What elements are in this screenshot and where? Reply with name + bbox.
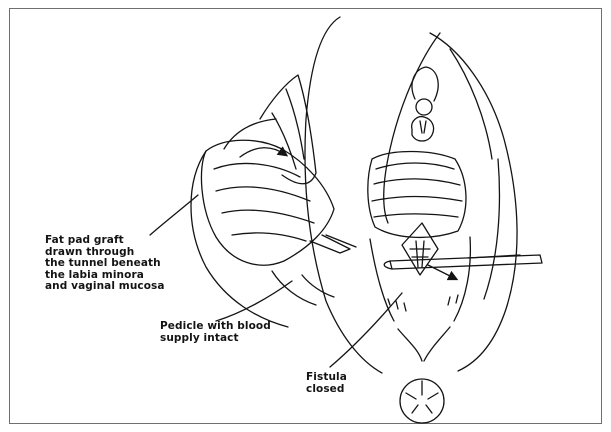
surgical-illustration xyxy=(10,9,603,425)
outer-labium-outline xyxy=(305,17,382,373)
pedicle xyxy=(260,75,316,184)
fat-pad-graft-label: Fat pad graft drawn through the tunnel b… xyxy=(45,235,165,293)
clitoral-hood xyxy=(412,67,438,101)
pedicle-label: Pedicle with blood supply intact xyxy=(160,321,271,344)
illustration-frame: Fat pad graft drawn through the tunnel b… xyxy=(9,8,602,424)
vaginal-opening xyxy=(368,152,466,238)
perineum xyxy=(398,329,422,361)
fistula-closed-label: Fistula closed xyxy=(306,372,347,395)
right-labium-outline xyxy=(430,33,517,371)
leader-pedicle xyxy=(216,281,292,321)
urethral-meatus xyxy=(412,117,434,141)
clitoris xyxy=(416,99,432,115)
graft-arrow xyxy=(240,148,286,157)
